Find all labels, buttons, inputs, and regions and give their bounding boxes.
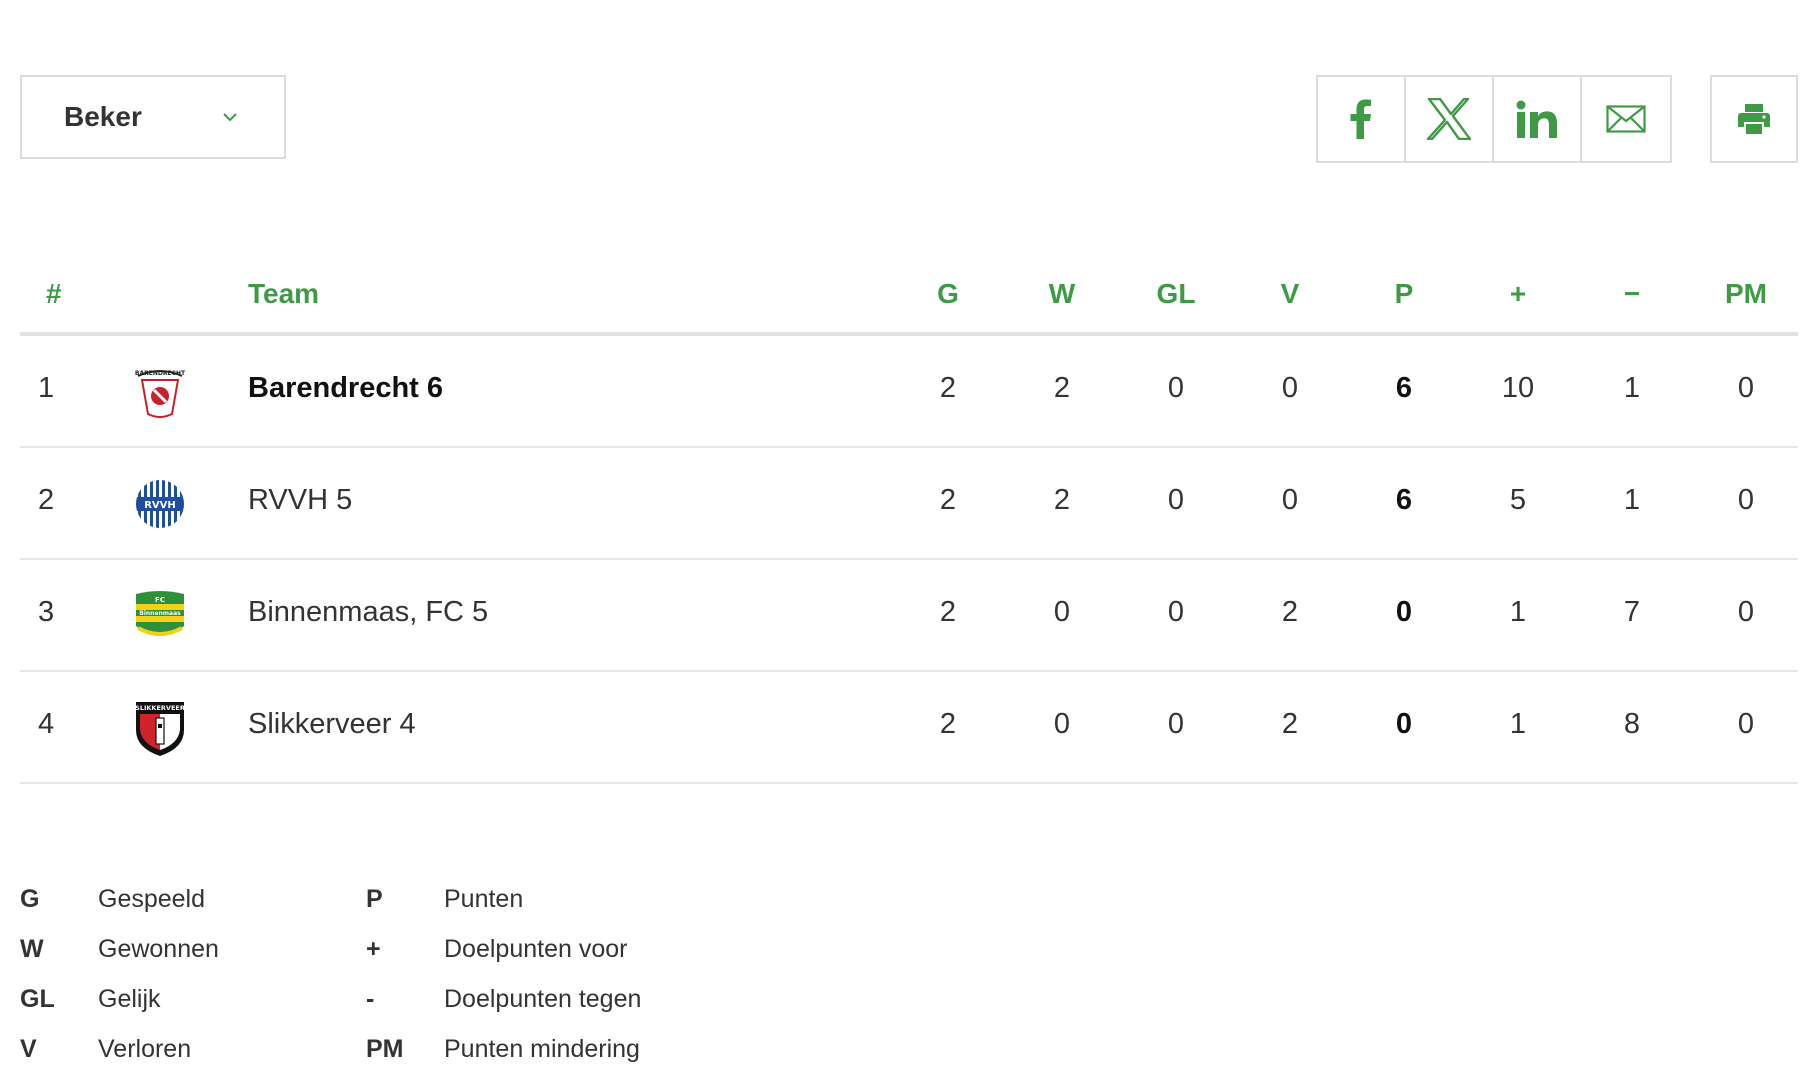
legend-abbr: V [20, 1035, 37, 1063]
draw-cell: 0 [1167, 484, 1185, 516]
competition-select[interactable]: Beker [20, 75, 286, 159]
draw-cell: 0 [1167, 708, 1185, 740]
binnenmaas-logo: FC Binnenmaas [136, 591, 184, 636]
share-x-button[interactable] [1406, 77, 1494, 161]
won-cell: 2 [1053, 372, 1071, 404]
barendrecht-logo: BARENDRECHT [132, 364, 188, 420]
share-buttons [1316, 75, 1672, 163]
points-cell: 6 [1395, 372, 1413, 404]
goals-against-cell: 7 [1623, 596, 1641, 628]
goals-against-cell: 1 [1623, 484, 1641, 516]
team-name[interactable]: Barendrecht 6 [248, 372, 444, 404]
slikkerveer-logo: SLIKKERVEER [135, 702, 185, 756]
legend-abbr: G [20, 885, 40, 913]
played-cell: 2 [939, 372, 957, 404]
point-deduction-cell: 0 [1737, 708, 1755, 740]
played-cell: 2 [939, 708, 957, 740]
legend-abbr: P [366, 885, 383, 913]
toolbar: Beker [20, 75, 1798, 163]
goals-against-cell: 1 [1623, 372, 1641, 404]
won-cell: 0 [1053, 596, 1071, 628]
lost-cell: 2 [1281, 596, 1299, 628]
share-mail-button[interactable] [1582, 77, 1670, 161]
header-point-deduction: PM [1725, 278, 1767, 309]
legend-text: Doelpunten tegen [444, 985, 642, 1013]
header-goals-against: − [1623, 278, 1641, 309]
lost-cell: 0 [1281, 372, 1299, 404]
facebook-icon [1350, 99, 1371, 139]
team-name[interactable]: Slikkerveer 4 [248, 708, 416, 740]
won-cell: 0 [1053, 708, 1071, 740]
header-points: P [1394, 278, 1414, 309]
points-cell: 6 [1395, 484, 1413, 516]
svg-text:RVVH: RVVH [144, 500, 176, 511]
header-played: G [937, 278, 959, 309]
point-deduction-cell: 0 [1737, 596, 1755, 628]
legend-abbr: W [20, 935, 44, 963]
legend-text: Doelpunten voor [444, 935, 628, 963]
team-name[interactable]: Binnenmaas, FC 5 [248, 596, 489, 628]
legend-text: Punten [444, 885, 524, 913]
legend-text: Gelijk [98, 985, 161, 1013]
rank-cell: 3 [38, 596, 55, 628]
rvvh-logo: RVVH [136, 480, 184, 528]
share-linkedin-button[interactable] [1494, 77, 1582, 161]
print-button[interactable] [1710, 75, 1798, 163]
header-won: W [1048, 278, 1076, 309]
linkedin-icon [1516, 100, 1557, 138]
lost-cell: 2 [1281, 708, 1299, 740]
legend-abbr: PM [366, 1035, 404, 1063]
chevron-down-icon [223, 113, 237, 122]
legend-text: Gespeeld [98, 885, 206, 913]
mail-icon [1606, 105, 1646, 133]
won-cell: 2 [1053, 484, 1071, 516]
legend-abbr: + [366, 935, 381, 963]
rank-cell: 1 [38, 372, 55, 404]
played-cell: 2 [939, 484, 957, 516]
table-row: 3 FC Binnenmaas Binnenmaas, FC 5 2 0 0 2… [20, 560, 1798, 672]
svg-text:FC: FC [155, 596, 165, 604]
print-icon [1738, 104, 1770, 134]
header-draw: GL [1156, 278, 1196, 309]
svg-text:BARENDRECHT: BARENDRECHT [135, 370, 186, 377]
svg-text:SLIKKERVEER: SLIKKERVEER [135, 704, 185, 712]
share-facebook-button[interactable] [1318, 77, 1406, 161]
legend-abbr: GL [20, 985, 55, 1013]
draw-cell: 0 [1167, 596, 1185, 628]
header-goals-for: + [1509, 278, 1527, 309]
goals-for-cell: 1 [1509, 596, 1527, 628]
table-row: 1 BARENDRECHT Barendrecht 6 2 2 0 0 6 10… [20, 336, 1798, 448]
goals-against-cell: 8 [1623, 708, 1641, 740]
standings-table: # Team G W GL V P + − PM 1 BARENDRECHT B… [20, 260, 1798, 784]
svg-text:Binnenmaas: Binnenmaas [139, 610, 181, 617]
legend-abbr: - [366, 985, 375, 1013]
legend-text: Gewonnen [98, 935, 219, 963]
played-cell: 2 [939, 596, 957, 628]
draw-cell: 0 [1167, 372, 1185, 404]
header-lost: V [1280, 278, 1300, 309]
rank-cell: 2 [38, 484, 55, 516]
points-cell: 0 [1395, 708, 1413, 740]
table-header: # Team G W GL V P + − PM [20, 260, 1798, 336]
lost-cell: 0 [1281, 484, 1299, 516]
header-rank: # [46, 278, 62, 309]
competition-select-value: Beker [64, 101, 142, 132]
point-deduction-cell: 0 [1737, 372, 1755, 404]
goals-for-cell: 5 [1509, 484, 1527, 516]
x-icon [1427, 98, 1471, 140]
header-team: Team [248, 278, 320, 309]
goals-for-cell: 10 [1501, 372, 1535, 404]
table-row: 2 RVVH RVVH 5 2 2 0 0 6 5 [20, 448, 1798, 560]
team-name[interactable]: RVVH 5 [248, 484, 353, 516]
point-deduction-cell: 0 [1737, 484, 1755, 516]
points-cell: 0 [1395, 596, 1413, 628]
goals-for-cell: 1 [1509, 708, 1527, 740]
rank-cell: 4 [38, 708, 55, 740]
legend-text: Verloren [98, 1035, 192, 1063]
table-row: 4 SLIKKERVEER Slikkerveer 4 2 0 0 2 0 1 … [20, 672, 1798, 784]
legend-text: Punten mindering [444, 1035, 640, 1063]
